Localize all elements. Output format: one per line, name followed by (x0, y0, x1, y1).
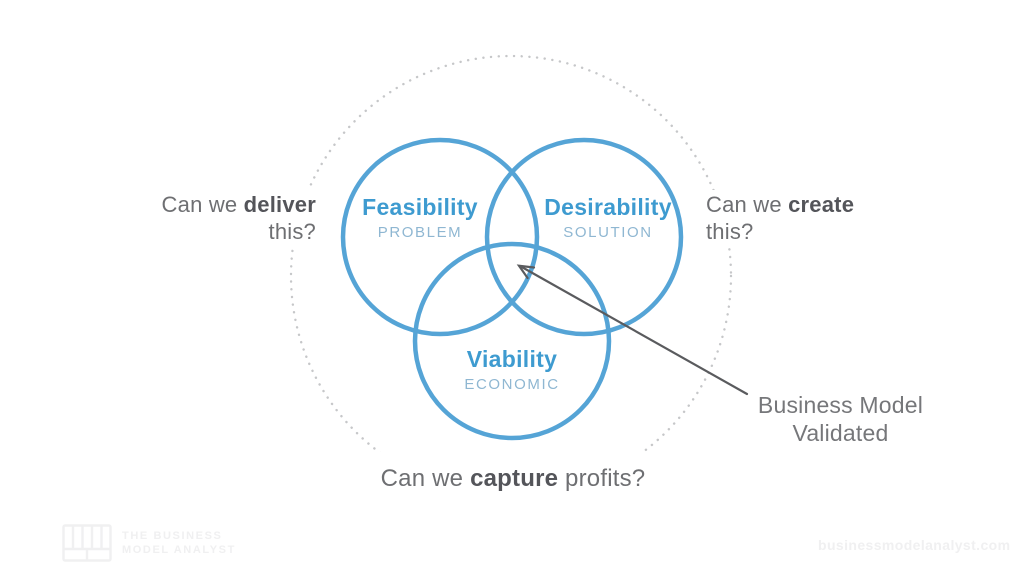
question-deliver-line1: Can we deliver (162, 191, 316, 218)
validated-annotation: Business Model Validated (748, 391, 933, 447)
brand-text-line2: MODEL ANALYST (122, 544, 236, 556)
question-deliver: Can we deliver this? (159, 190, 318, 246)
viability-subtitle: ECONOMIC (464, 376, 560, 393)
business-model-canvas-icon (62, 524, 112, 562)
question-deliver-pre: Can we (161, 192, 244, 217)
validated-annotation-line1: Business Model (757, 392, 924, 418)
dotted-ring (289, 54, 733, 498)
desirability-label: Desirability SOLUTION (518, 194, 698, 241)
feasibility-subtitle: PROBLEM (377, 224, 463, 241)
question-deliver-line2: this? (268, 219, 316, 244)
question-capture-bold: capture (470, 465, 559, 492)
validated-arrow (516, 264, 749, 396)
question-create-line1: Can we create (706, 191, 854, 218)
feasibility-title: Feasibility (362, 194, 478, 220)
question-deliver-bold: deliver (243, 192, 316, 217)
desirability-circle (484, 137, 684, 337)
viability-label: Viability ECONOMIC (422, 346, 602, 393)
question-create-pre: Can we (706, 192, 789, 217)
question-capture-pre: Can we (380, 465, 471, 492)
viability-circle (412, 241, 612, 441)
validated-annotation-line2: Validated (792, 420, 889, 446)
question-create: Can we create this? (704, 190, 857, 246)
question-create-line2: this? (706, 219, 754, 244)
feasibility-circle (340, 137, 540, 337)
question-capture-post: profits? (558, 465, 646, 492)
question-create-bold: create (788, 192, 855, 217)
website-watermark: businessmodelanalyst.com (818, 537, 1011, 553)
brand-text-line1: THE BUSINESS (122, 530, 223, 542)
question-capture: Can we capture profits? (341, 452, 685, 506)
feasibility-label: Feasibility PROBLEM (330, 194, 510, 241)
desirability-subtitle: SOLUTION (563, 224, 653, 241)
desirability-title: Desirability (544, 194, 672, 220)
brand-text: THE BUSINESS MODEL ANALYST (122, 529, 236, 557)
brand-logo: THE BUSINESS MODEL ANALYST (62, 524, 236, 562)
viability-title: Viability (466, 346, 558, 372)
